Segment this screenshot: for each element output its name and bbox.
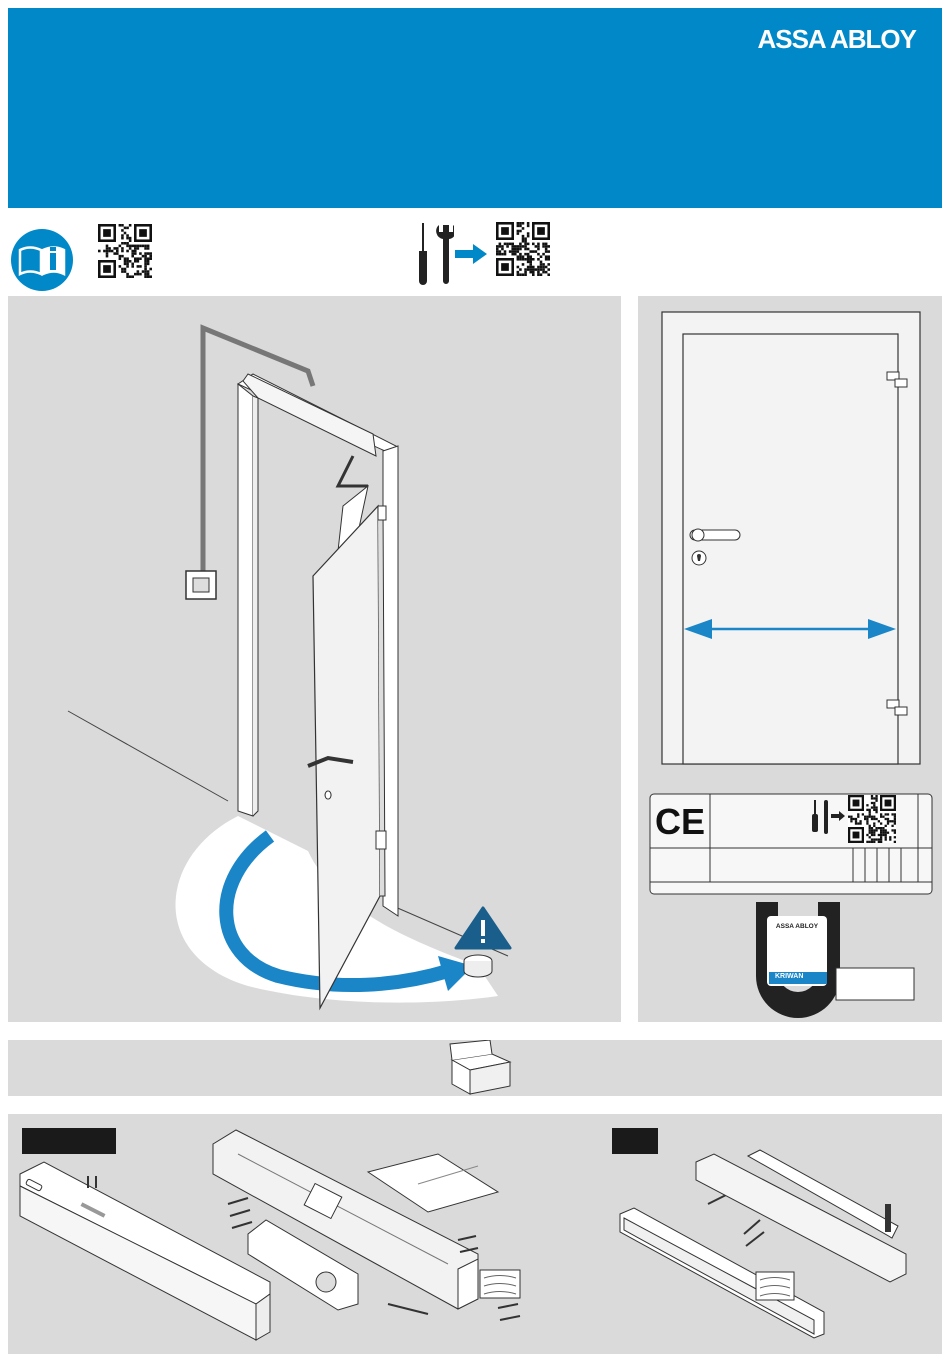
manual-info-icon: [10, 228, 74, 292]
header-banner: ASSA ABLOY: [8, 8, 942, 208]
package-panel: [8, 1040, 942, 1096]
arrow-right-icon: [455, 244, 487, 264]
screwdriver-wrench-icon: [414, 221, 454, 289]
qr-code[interactable]: [848, 795, 896, 843]
kriwan-logo-text: KRIWAN: [775, 973, 827, 980]
magnet-brand-text: ASSA ABLOY: [769, 923, 825, 930]
ce-mark: CE: [655, 802, 703, 842]
box-icon: [446, 1040, 516, 1096]
parts-label-right: [612, 1128, 658, 1154]
parts-label-left: [22, 1128, 116, 1154]
door-width-panel: CE ASSA ABLOY KRIWAN: [638, 296, 942, 1022]
qr-code[interactable]: [98, 224, 152, 278]
qr-code[interactable]: [496, 222, 550, 276]
brand-logo: ASSA ABLOY: [757, 24, 916, 55]
parts-panel: [8, 1114, 942, 1354]
door-installation-illustration: [8, 296, 621, 1022]
